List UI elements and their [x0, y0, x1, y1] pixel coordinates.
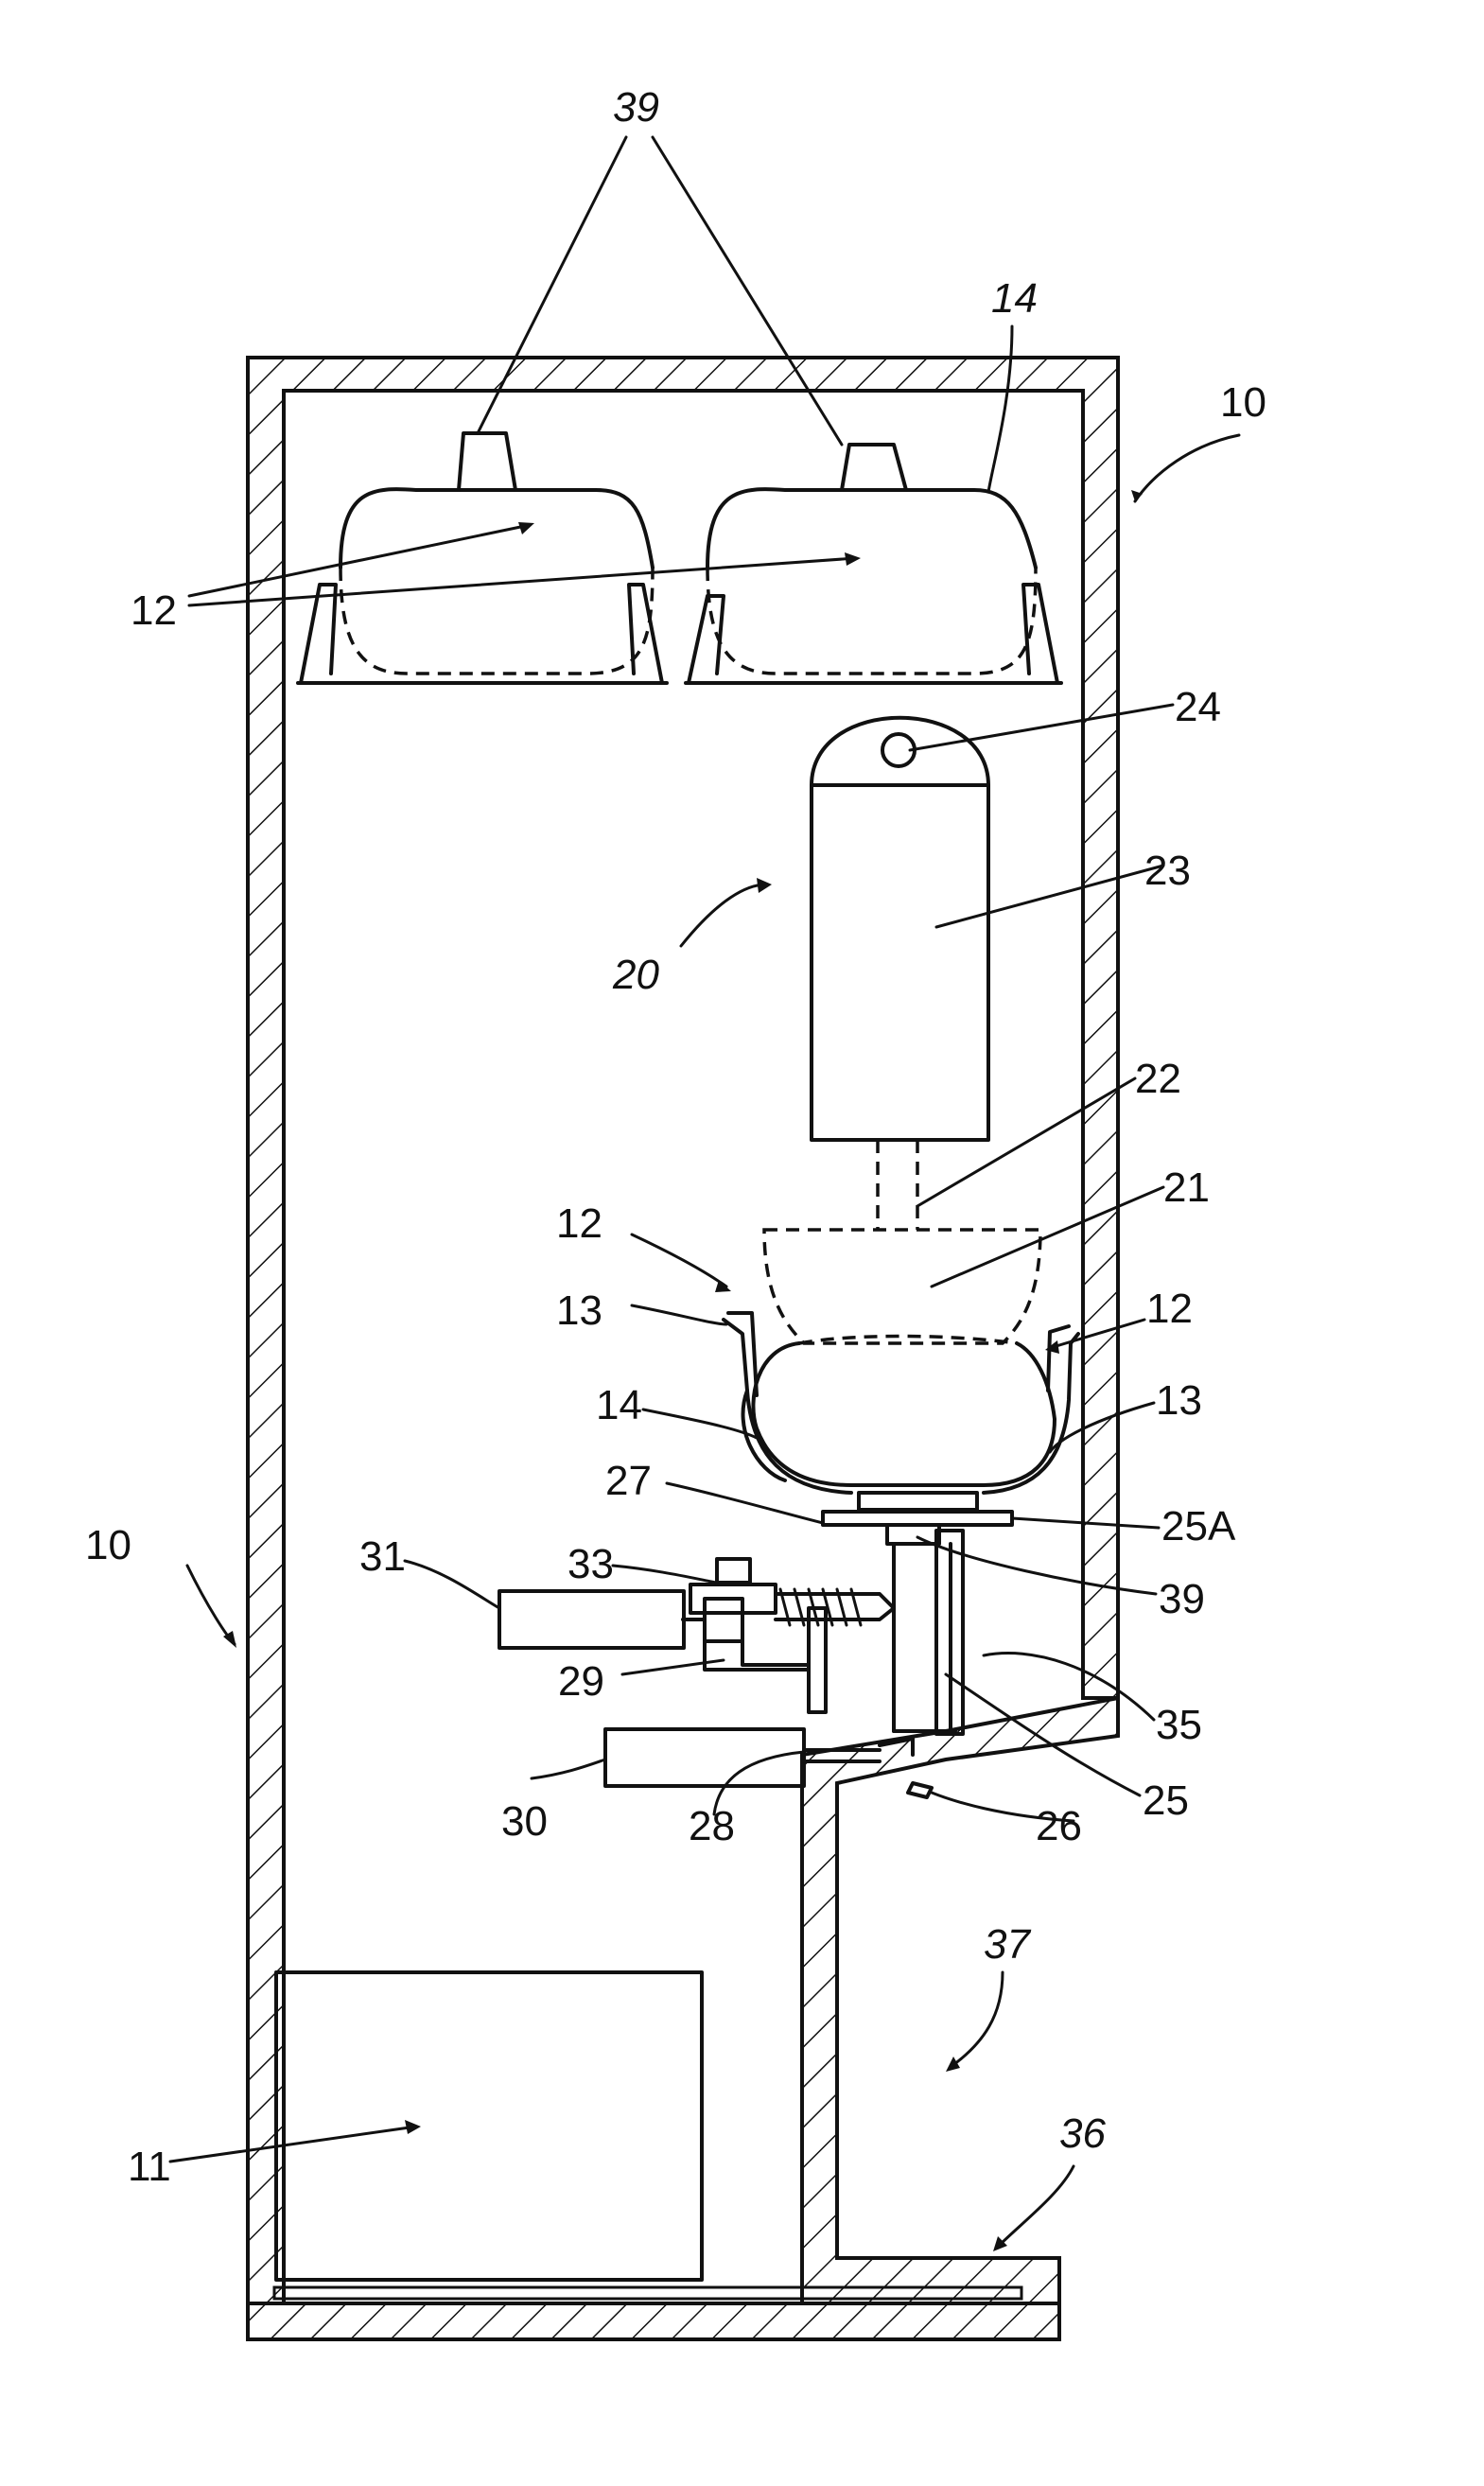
label-13-left: 13 [556, 1287, 602, 1334]
label-13-right: 13 [1156, 1377, 1202, 1424]
label-27: 27 [605, 1458, 652, 1504]
label-22: 22 [1135, 1056, 1181, 1102]
cabinet-housing [248, 358, 1118, 2339]
drive-column [894, 1531, 963, 1734]
label-28: 28 [689, 1803, 735, 1849]
sensor-26 [908, 1783, 932, 1797]
label-20: 20 [612, 952, 659, 998]
label-21: 21 [1163, 1164, 1210, 1211]
stored-bowl-left [298, 433, 667, 683]
label-25: 25 [1143, 1777, 1189, 1824]
actuator-cylinder [812, 718, 988, 1140]
label-14-mid: 14 [596, 1382, 642, 1428]
label-30: 30 [501, 1798, 548, 1845]
spring-latch [690, 1559, 894, 1625]
label-14-top: 14 [991, 275, 1038, 322]
dispensed-bowl [724, 1313, 1078, 1493]
label-10-right: 10 [1220, 379, 1266, 426]
label-23: 23 [1144, 848, 1191, 894]
cylinder-rod [878, 1140, 917, 1230]
label-39-mid: 39 [1159, 1576, 1205, 1622]
label-12-mid-right: 12 [1146, 1286, 1193, 1332]
label-36: 36 [1059, 2110, 1106, 2157]
label-37: 37 [984, 1921, 1031, 1968]
label-12-mid-left: 12 [556, 1200, 602, 1247]
label-39-top: 39 [613, 84, 659, 131]
label-35: 35 [1156, 1702, 1202, 1748]
label-29: 29 [558, 1658, 604, 1705]
suction-head [764, 1230, 1040, 1343]
label-33: 33 [567, 1541, 614, 1587]
label-25A: 25A [1161, 1503, 1236, 1549]
label-11: 11 [128, 2144, 171, 2190]
label-12-top: 12 [131, 587, 177, 634]
motor-31 [499, 1591, 742, 1648]
leader-lines [170, 137, 1239, 2251]
label-10-left: 10 [85, 1522, 131, 1568]
lower-compartment [276, 1972, 702, 2280]
label-31: 31 [359, 1533, 406, 1580]
stored-bowl-right [686, 445, 1061, 683]
label-26: 26 [1036, 1803, 1082, 1849]
label-24: 24 [1175, 684, 1221, 730]
dispense-chute-wall [802, 1698, 1118, 2303]
